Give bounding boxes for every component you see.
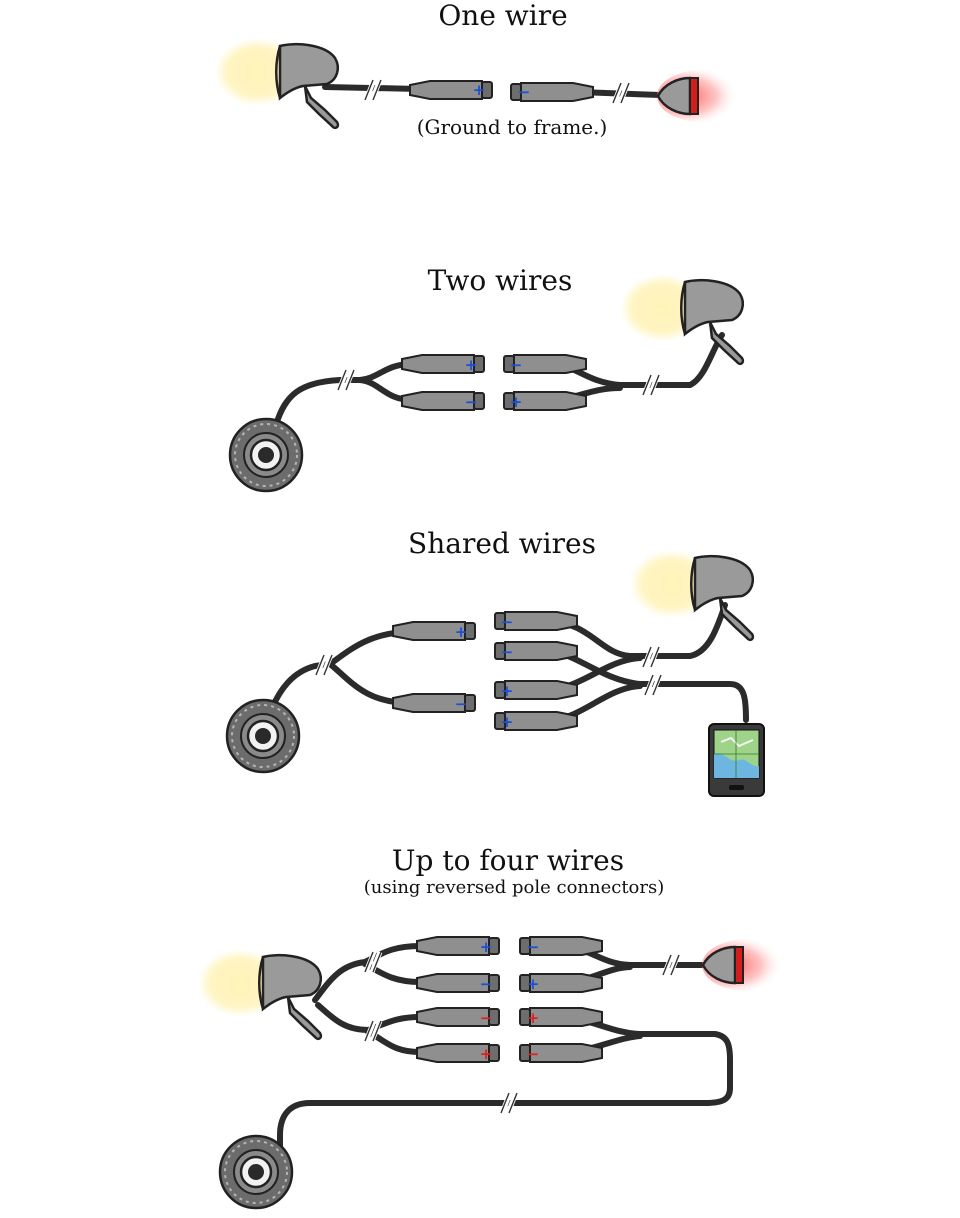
cable bbox=[312, 943, 423, 1003]
hub-dynamo-icon bbox=[228, 417, 304, 493]
polarity-minus: − bbox=[480, 975, 493, 993]
polarity-plus: + bbox=[480, 938, 493, 956]
polarity-plus: + bbox=[501, 682, 514, 700]
polarity-minus: − bbox=[510, 356, 523, 374]
hub-dynamo-icon bbox=[225, 698, 301, 774]
polarity-plus: + bbox=[527, 975, 540, 993]
polarity-minus: − bbox=[465, 393, 478, 411]
section-title: Two wires bbox=[428, 264, 573, 297]
polarity-minus: − bbox=[480, 1009, 493, 1027]
front-lamp-icon bbox=[213, 36, 340, 130]
polarity-plus: + bbox=[465, 356, 478, 374]
front-lamp-icon bbox=[628, 548, 755, 642]
polarity-plus: + bbox=[480, 1045, 493, 1063]
polarity-plus: + bbox=[455, 623, 468, 641]
polarity-minus: − bbox=[501, 643, 514, 661]
polarity-plus: + bbox=[527, 1009, 540, 1027]
hub-dynamo-icon bbox=[218, 1134, 294, 1210]
cable bbox=[277, 1014, 733, 1161]
rear-lamp-icon bbox=[655, 68, 749, 124]
rear-lamp-icon bbox=[700, 937, 794, 993]
front-lamp-icon bbox=[196, 947, 323, 1041]
section-title: Shared wires bbox=[408, 527, 596, 560]
polarity-plus: + bbox=[501, 713, 514, 731]
polarity-minus: − bbox=[518, 83, 531, 101]
gps-device-icon bbox=[708, 723, 765, 797]
cable bbox=[542, 602, 728, 659]
section-note: (Ground to frame.) bbox=[417, 115, 608, 139]
section-note: (using reversed pole connectors) bbox=[364, 877, 665, 898]
polarity-minus: − bbox=[501, 613, 514, 631]
section-title: One wire bbox=[438, 0, 567, 32]
section-two-wires: Two wires + − − + bbox=[228, 264, 745, 493]
polarity-plus: + bbox=[473, 81, 486, 99]
section-four-wires: Up to four wires (using reversed pole co… bbox=[196, 844, 794, 1210]
cable bbox=[365, 1029, 423, 1055]
front-lamp-icon bbox=[618, 272, 745, 366]
polarity-minus: − bbox=[527, 1045, 540, 1063]
section-shared-wires: Shared wires + − − − + + bbox=[225, 527, 765, 797]
cable bbox=[273, 361, 415, 428]
polarity-minus: − bbox=[455, 695, 468, 713]
polarity-minus: − bbox=[527, 938, 540, 956]
section-title: Up to four wires bbox=[392, 844, 624, 877]
section-one-wire: One wire + − (Ground to frame.) bbox=[213, 0, 749, 139]
polarity-plus: + bbox=[510, 393, 523, 411]
cable bbox=[315, 1002, 423, 1033]
